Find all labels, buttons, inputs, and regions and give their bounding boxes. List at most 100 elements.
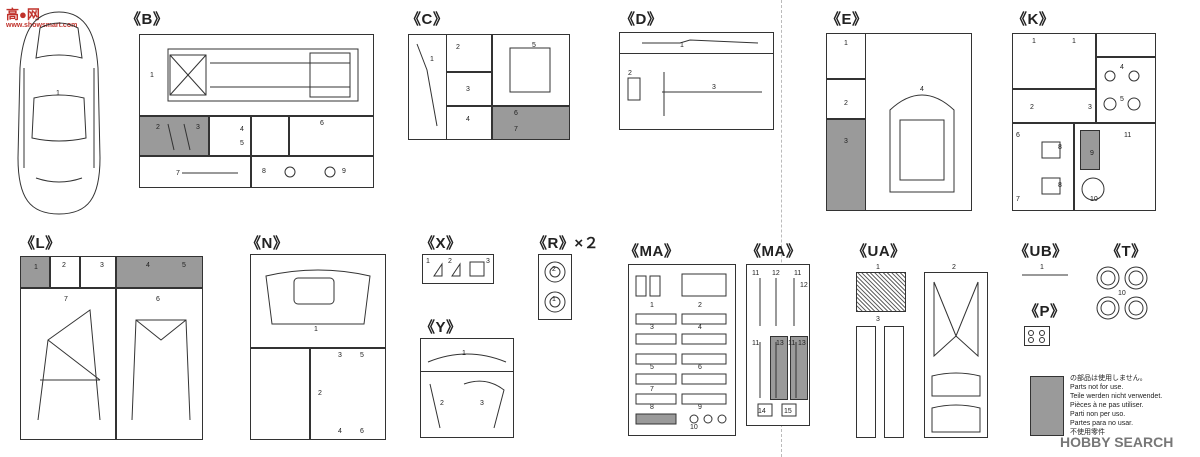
notice-line-it: Parti non per uso. (1070, 411, 1126, 418)
sprue-c-part: 7 (514, 126, 518, 133)
sprue-p-label: 《P》 (1024, 303, 1066, 320)
sprue-ma1-part: 8 (650, 404, 654, 411)
sprue-b-part: 7 (176, 170, 180, 177)
sprue-b-part: 9 (342, 168, 346, 175)
sprue-b-cell-7 (139, 156, 251, 188)
sprue-k-part: 1 (1032, 38, 1036, 45)
car-part-number: 1 (56, 90, 60, 97)
sprue-d-rod-1 (642, 39, 759, 44)
sprue-c-part: 2 (456, 44, 460, 51)
sprue-l-part: 5 (182, 262, 186, 269)
sprue-c-rod-1 (416, 43, 438, 127)
sprue-ma1-part: 2 (698, 302, 702, 309)
sprue-ma2-part: 11 (794, 270, 802, 277)
site-logo: 高●网 (6, 7, 40, 22)
sprue-l-part: 2 (62, 262, 66, 269)
sprue-c-part: 4 (466, 116, 470, 123)
sprue-b-small-parts (284, 166, 336, 178)
sprue-k-cell-2-3 (1012, 89, 1096, 123)
sprue-k-cell-seats (1012, 33, 1096, 89)
sprue-c-cell-3 (446, 72, 492, 106)
sprue-c-seat-5 (509, 47, 551, 93)
sprue-c-part: 6 (514, 110, 518, 117)
sprue-ub-part: 1 (1040, 264, 1044, 271)
sprue-l-cell-4-5 (116, 256, 203, 288)
sprue-l-part: 7 (64, 296, 68, 303)
sprue-d-label: 《D》 (620, 11, 663, 28)
notice-line-de: Teile werden nicht verwendet. (1070, 393, 1163, 400)
sprue-b-cell-8-9 (251, 156, 374, 188)
sprue-c-part: 3 (466, 86, 470, 93)
sprue-c-label: 《C》 (406, 11, 449, 28)
not-used-notice: の部品は使用しません。 Parts not for use. Teile wer… (1070, 374, 1162, 437)
sprue-ma1-metal-parts (635, 273, 727, 425)
sprue-n-part: 1 (314, 326, 318, 333)
sprue-ma2-part: 11 (788, 340, 796, 347)
sprue-ma2-part: 11 (752, 270, 760, 277)
sprue-k-wheels-4-5 (1103, 70, 1141, 111)
sprue-b-part: 6 (320, 120, 324, 127)
chassis-part-drawing (167, 48, 359, 102)
sprue-x-part: 2 (448, 258, 452, 265)
sprue-ma2-part: 13 (776, 340, 784, 347)
sprue-e-part: 2 (844, 100, 848, 107)
sprue-b-cell-6 (289, 116, 374, 156)
sprue-l-cell-3 (80, 256, 116, 288)
sprue-ua-strip-3a (856, 326, 876, 438)
sprue-ua-label: 《UA》 (852, 243, 906, 260)
sprue-ma1-part: 3 (650, 324, 654, 331)
sprue-b-cell-empty (251, 116, 289, 156)
sprue-e-part: 4 (920, 86, 924, 93)
sprue-ma1-part: 6 (698, 364, 702, 371)
sprue-b-cell-4-5 (209, 116, 251, 156)
sprue-d-part: 3 (712, 84, 716, 91)
sprue-d-cell-1 (619, 32, 774, 54)
sprue-r-part: 1 (552, 296, 556, 303)
sprue-l-part: 3 (100, 262, 104, 269)
sprue-ma2-cell-13a (770, 336, 788, 400)
sprue-r-frame (538, 254, 572, 320)
sprue-b-label: 《B》 (126, 11, 169, 28)
sprue-n-part: 2 (318, 390, 322, 397)
sprue-c-cell-6-7 (492, 106, 570, 140)
sprue-ma2-label: 《MA》 (746, 243, 802, 260)
sprue-t-tires (1096, 266, 1148, 320)
not-used-swatch (1030, 376, 1064, 436)
sprue-y-part: 1 (462, 350, 466, 357)
sprue-ma2-metal-parts (757, 278, 797, 417)
sprue-k-part: 2 (1030, 104, 1034, 111)
sprue-n-roof-panel (265, 269, 371, 325)
sprue-ma2-part: 11 (752, 340, 760, 347)
sprue-p-small-parts (1028, 330, 1045, 343)
sprue-r-label: 《R》×２ (532, 235, 600, 252)
sprue-t-label: 《T》 (1106, 243, 1147, 260)
sprue-k-part: 9 (1090, 150, 1094, 157)
sprue-k-cell-9 (1080, 130, 1100, 170)
sprue-k-pedals-8 (1041, 141, 1061, 195)
hobby-search-watermark: HOBBY SEARCH (1060, 434, 1174, 450)
sprue-c-cell-4 (446, 106, 492, 140)
sprue-e-cell-2 (826, 79, 866, 119)
sprue-ua-part: 3 (876, 316, 880, 323)
sprue-b-chassis-cell (139, 34, 374, 116)
sprue-l-cell-1 (20, 256, 50, 288)
sprue-ma1-part: 5 (650, 364, 654, 371)
sprue-l-part: 4 (146, 262, 150, 269)
sprue-c-part: 1 (430, 56, 434, 63)
sprue-n-cell-3-6 (310, 348, 386, 440)
sprue-k-part: 7 (1016, 196, 1020, 203)
sprue-ma2-part: 14 (758, 408, 766, 415)
sprue-k-cell-6-8 (1012, 123, 1074, 211)
sprue-e-part: 3 (844, 138, 848, 145)
sprue-l-cell-2 (50, 256, 80, 288)
sprue-e-part: 1 (844, 40, 848, 47)
sprue-x-frame (422, 254, 494, 284)
notice-line-cn: 不使用零件 (1070, 429, 1105, 436)
sprue-t-part: 10 (1118, 290, 1126, 297)
sprue-k-steering-wheel-10 (1081, 177, 1105, 201)
sprue-n-part: 5 (360, 352, 364, 359)
sprue-c-cell-2 (446, 34, 492, 72)
sprue-l-cell-6 (116, 288, 203, 440)
sprue-k-part: 1 (1072, 38, 1076, 45)
sprue-x-part: 1 (426, 258, 430, 265)
